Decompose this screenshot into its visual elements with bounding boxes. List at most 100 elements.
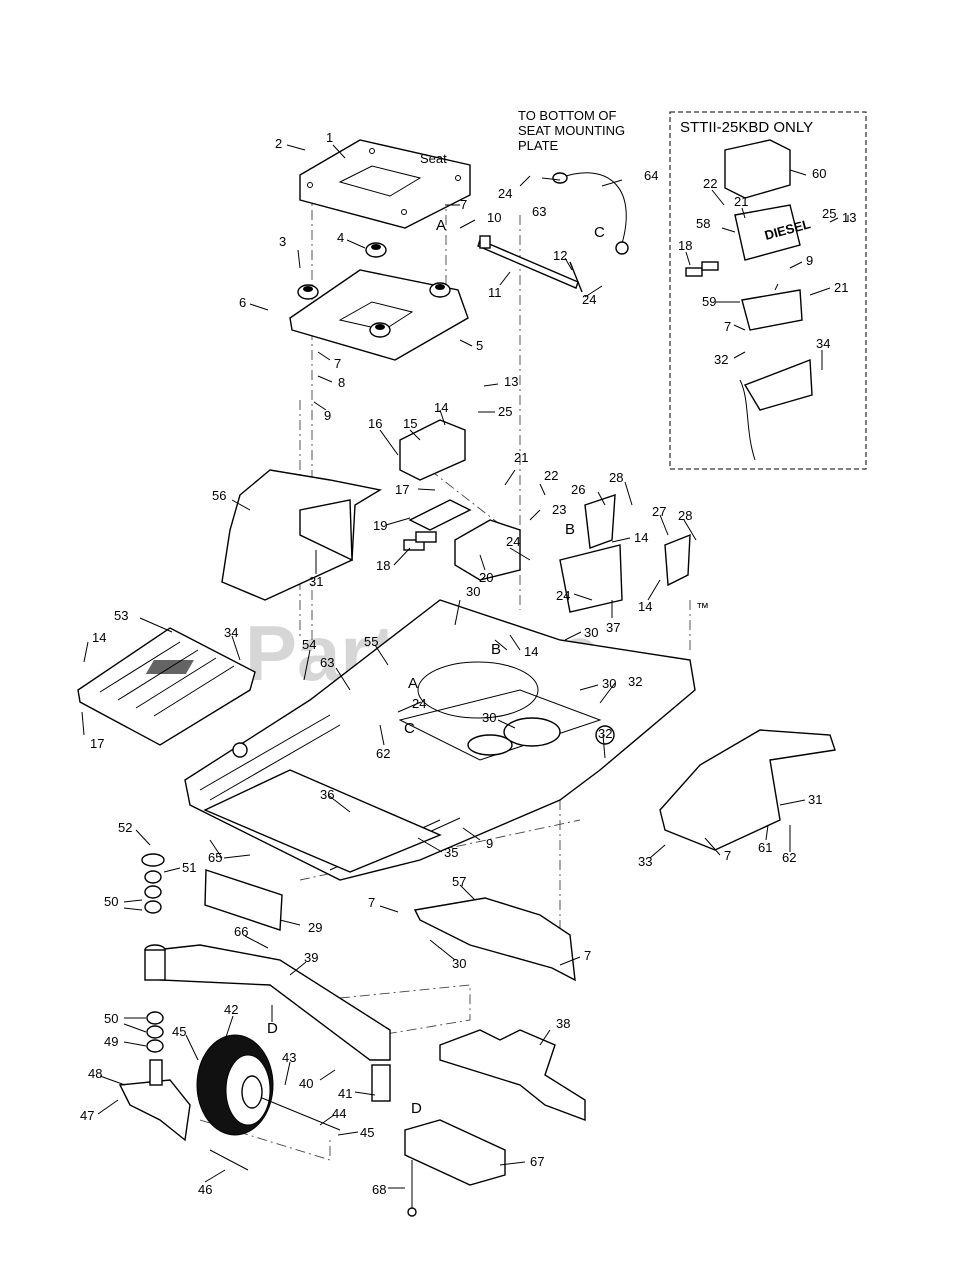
axle-bolt <box>261 1097 341 1131</box>
callout: 22 <box>544 468 558 483</box>
callout: 11 <box>488 285 502 300</box>
callout: 24 <box>556 588 570 603</box>
callout: 51 <box>182 860 196 875</box>
callout: 21 <box>514 450 528 465</box>
callout: 62 <box>782 850 796 865</box>
spindle-sleeve <box>371 1064 391 1102</box>
leader-lines <box>81 144 849 1189</box>
callout: 24 <box>506 534 520 549</box>
callout: 50 <box>104 894 118 909</box>
callout: 5 <box>476 338 483 353</box>
callout: 28 <box>678 508 692 523</box>
callout: 67 <box>530 1154 544 1169</box>
callout: 59 <box>702 294 716 309</box>
callout: 42 <box>224 1002 238 1017</box>
callout: 22 <box>703 176 717 191</box>
callout: 40 <box>299 1076 313 1091</box>
callout: 20 <box>479 570 493 585</box>
callout: 46 <box>198 1182 212 1197</box>
callout: 18 <box>678 238 692 253</box>
callout: 1 <box>326 130 333 145</box>
callout: 57 <box>452 874 466 889</box>
callout: 9 <box>806 253 813 268</box>
callout: 58 <box>696 216 710 231</box>
callout: 56 <box>212 488 226 503</box>
ref-letter-d: D <box>411 1100 422 1117</box>
callout: 27 <box>652 504 666 519</box>
callout: 14 <box>92 630 106 645</box>
callout: 34 <box>224 625 238 640</box>
floor-pan <box>77 627 256 746</box>
callout: 25 <box>822 206 836 221</box>
callout: 62 <box>376 746 390 761</box>
callout: 7 <box>584 948 591 963</box>
callout: 30 <box>452 956 466 971</box>
callout-numbers: 1 2 3 4 5 6 7 7 7 7 7 7 8 9 9 9 10 11 12… <box>80 130 856 1197</box>
caster-bolt <box>209 1149 249 1171</box>
callout: 45 <box>360 1125 374 1140</box>
callout: 50 <box>104 1011 118 1026</box>
callout: 16 <box>368 416 382 431</box>
callout: 45 <box>172 1024 186 1039</box>
seat-pan <box>289 242 469 361</box>
right-fender <box>659 729 836 851</box>
callout: 34 <box>816 336 830 351</box>
right-brackets <box>559 494 691 613</box>
seat-note-line-2: SEAT MOUNTING <box>518 123 625 138</box>
callout: 23 <box>552 502 566 517</box>
callout: 3 <box>279 234 286 249</box>
callout: 9 <box>486 836 493 851</box>
callout: 32 <box>628 674 642 689</box>
callout: 52 <box>118 820 132 835</box>
callout: 65 <box>208 850 222 865</box>
front-tire <box>196 1034 274 1136</box>
callout: 30 <box>602 676 616 691</box>
callout: 49 <box>104 1034 118 1049</box>
callout: 14 <box>634 530 648 545</box>
callout: 15 <box>403 416 417 431</box>
callout: 28 <box>609 470 623 485</box>
callout: 19 <box>373 518 387 533</box>
callout: 61 <box>758 840 772 855</box>
callout: 10 <box>487 210 501 225</box>
seat-plate <box>299 139 471 229</box>
callout: 7 <box>724 319 731 334</box>
callout: 14 <box>638 599 652 614</box>
callout: 7 <box>460 197 467 212</box>
callout: 54 <box>302 637 316 652</box>
callout: 43 <box>282 1050 296 1065</box>
reference-letters: A A B B C C D D <box>267 217 605 1117</box>
inset-title: STTII-25KBD ONLY <box>680 119 813 136</box>
callout: 32 <box>598 726 612 741</box>
seat-switch-cable <box>552 172 629 255</box>
callout: 30 <box>482 710 496 725</box>
callout: 30 <box>584 625 598 640</box>
center-brackets <box>399 419 521 581</box>
callout: 14 <box>524 644 538 659</box>
callout: 9 <box>324 408 331 423</box>
callout: 14 <box>434 400 448 415</box>
seat-note-line-3: PLATE <box>518 138 559 153</box>
callout: 32 <box>714 352 728 367</box>
ref-letter-b: B <box>565 521 575 538</box>
callout: 13 <box>504 374 518 389</box>
seat-note-line-1: TO BOTTOM OF <box>518 108 617 123</box>
ref-letter-b: B <box>491 641 501 658</box>
front-axle <box>144 944 391 1061</box>
callout: 47 <box>80 1108 94 1123</box>
callout: 21 <box>734 194 748 209</box>
callout: 26 <box>571 482 585 497</box>
callout: 37 <box>606 620 620 635</box>
callout: 29 <box>308 920 322 935</box>
callout: 53 <box>114 608 128 623</box>
callout: 63 <box>532 204 546 219</box>
watermark-tm: ™ <box>696 600 709 615</box>
callout: 25 <box>498 404 512 419</box>
callout: 21 <box>834 280 848 295</box>
callout: 17 <box>90 736 104 751</box>
callout: 31 <box>808 792 822 807</box>
callout: 41 <box>338 1086 352 1101</box>
ref-letter-c: C <box>404 720 415 737</box>
callout: 13 <box>842 210 856 225</box>
